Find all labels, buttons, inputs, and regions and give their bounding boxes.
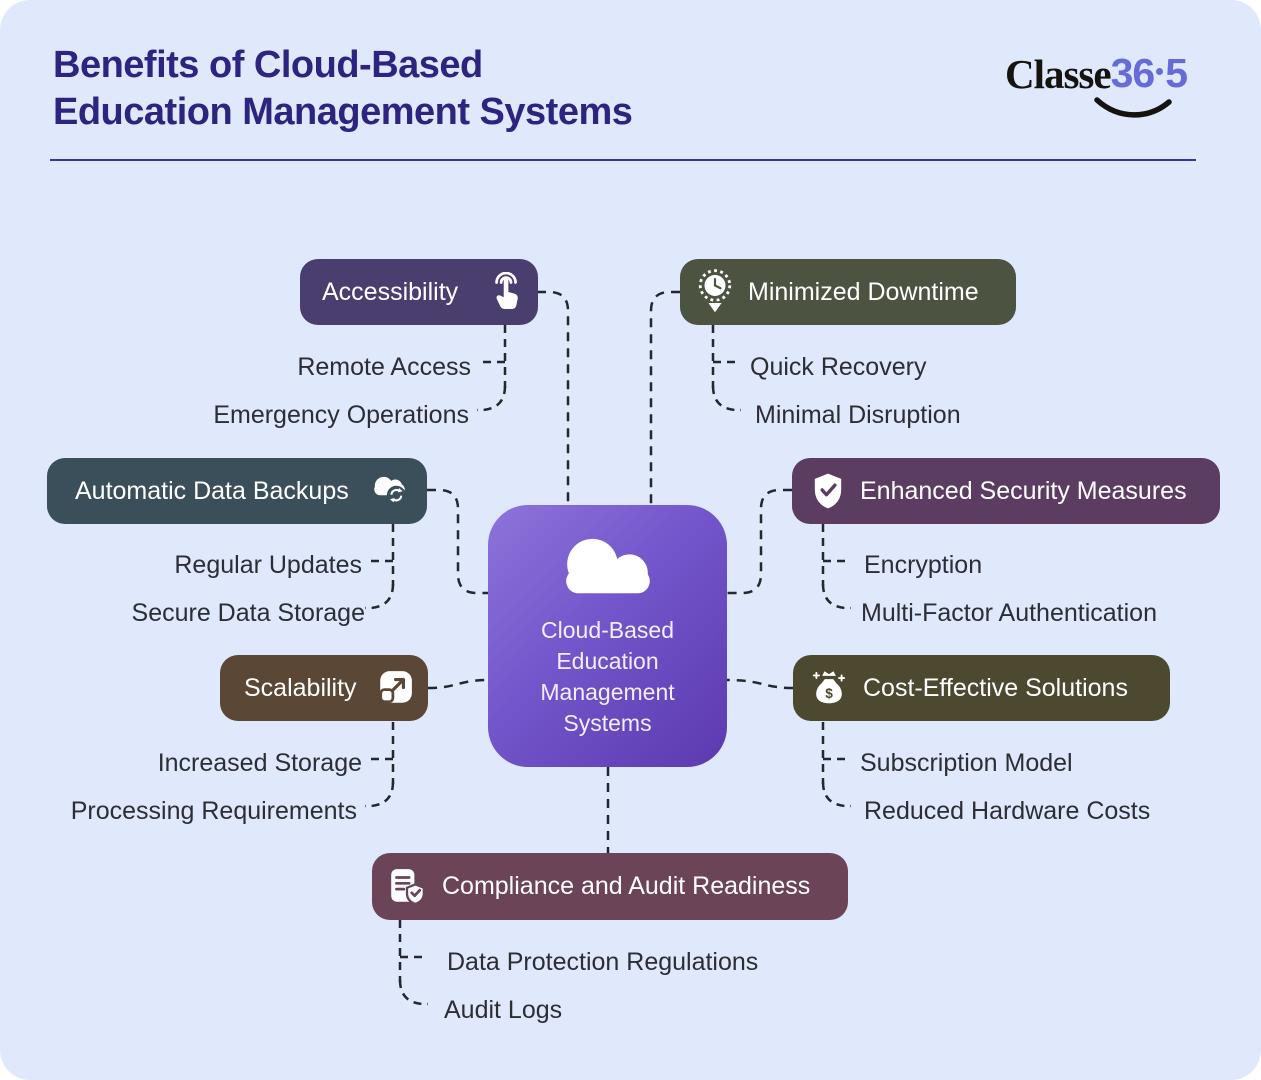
- curve-minimal-disruption: [711, 385, 741, 412]
- node-accessibility-label: Accessibility: [322, 277, 459, 306]
- node-accessibility: Accessibility: [300, 259, 538, 325]
- node-cost-effective-solutions-label: Cost-Effective Solutions: [863, 673, 1128, 702]
- leaf-emergency-operations: Emergency Operations: [213, 401, 469, 429]
- scale-expand-icon: [379, 671, 412, 704]
- connector-backups-center: [427, 488, 488, 595]
- connector-accessibility-center: [537, 290, 570, 505]
- logo-text-classe: Classe: [1004, 51, 1112, 97]
- center-line-4: Systems: [563, 710, 652, 736]
- curve-audit-logs: [398, 979, 428, 1006]
- curve-processing-requirements: [365, 781, 395, 808]
- leaf-multi-factor-authentication: Multi-Factor Authentication: [861, 599, 1157, 627]
- node-minimized-downtime-label: Minimized Downtime: [748, 277, 979, 306]
- title-line-2: Education Management Systems: [53, 91, 633, 133]
- connector-security-center: [727, 488, 792, 595]
- node-compliance-audit-readiness: Compliance and Audit Readiness: [372, 853, 848, 920]
- curve-multi-factor: [821, 583, 851, 610]
- center-line-2: Education: [556, 648, 659, 674]
- node-scalability-label: Scalability: [244, 673, 357, 702]
- document-shield-icon: [391, 868, 425, 905]
- leaf-quick-recovery: Quick Recovery: [750, 353, 927, 381]
- leaf-minimal-disruption: Minimal Disruption: [755, 401, 961, 429]
- leaf-encryption: Encryption: [864, 551, 983, 579]
- logo-text-365-left: 36: [1110, 50, 1156, 96]
- leaf-audit-logs: Audit Logs: [444, 996, 563, 1024]
- logo-dot: [1156, 68, 1164, 75]
- title-line-1: Benefits of Cloud-Based: [53, 44, 483, 86]
- leaf-subscription-model: Subscription Model: [860, 749, 1073, 777]
- leaf-remote-access: Remote Access: [297, 353, 471, 381]
- node-minimized-downtime: Minimized Downtime: [680, 259, 1016, 325]
- center-line-3: Management: [540, 679, 675, 705]
- logo-text-365-right: 5: [1165, 50, 1188, 96]
- node-cost-effective-solutions: $ Cost-Effective Solutions: [793, 655, 1170, 721]
- node-automatic-data-backups: Automatic Data Backups: [47, 458, 427, 524]
- node-compliance-audit-readiness-label: Compliance and Audit Readiness: [442, 872, 811, 900]
- connector-scalability-center: [427, 678, 489, 690]
- cloud-sync-icon: [374, 476, 406, 505]
- money-bag-icon: $: [812, 671, 846, 704]
- header-divider: [50, 159, 1196, 161]
- clock-downtime-icon: [698, 269, 732, 313]
- leaf-reduced-hardware-costs: Reduced Hardware Costs: [864, 797, 1151, 825]
- logo-smile-icon: [1094, 97, 1172, 118]
- node-enhanced-security-measures-label: Enhanced Security Measures: [860, 476, 1187, 505]
- shield-check-icon: [814, 473, 842, 509]
- connector-downtime-center: [649, 290, 680, 505]
- leaf-increased-storage: Increased Storage: [157, 749, 362, 777]
- curve-secure-data-storage: [365, 583, 395, 610]
- node-automatic-data-backups-label: Automatic Data Backups: [75, 476, 349, 505]
- leaf-secure-data-storage: Secure Data Storage: [131, 599, 365, 627]
- center-line-1: Cloud-Based: [541, 617, 674, 643]
- node-scalability: Scalability: [220, 655, 428, 721]
- node-enhanced-security-measures: Enhanced Security Measures: [792, 458, 1220, 524]
- connector-cost-center: [726, 678, 794, 690]
- center-node-cloud-ems: Cloud-Based Education Management Systems: [488, 505, 727, 767]
- tap-icon: [495, 272, 518, 310]
- svg-text:$: $: [825, 686, 833, 701]
- curve-reduced-hardware: [821, 781, 851, 808]
- cloud-icon: [565, 538, 650, 594]
- leaf-regular-updates: Regular Updates: [174, 551, 362, 579]
- curve-emergency-operations: [477, 385, 507, 412]
- leaf-processing-requirements: Processing Requirements: [70, 797, 357, 825]
- center-node-label: Cloud-Based Education Management Systems: [540, 615, 674, 739]
- leaf-data-protection-regulations: Data Protection Regulations: [447, 948, 759, 976]
